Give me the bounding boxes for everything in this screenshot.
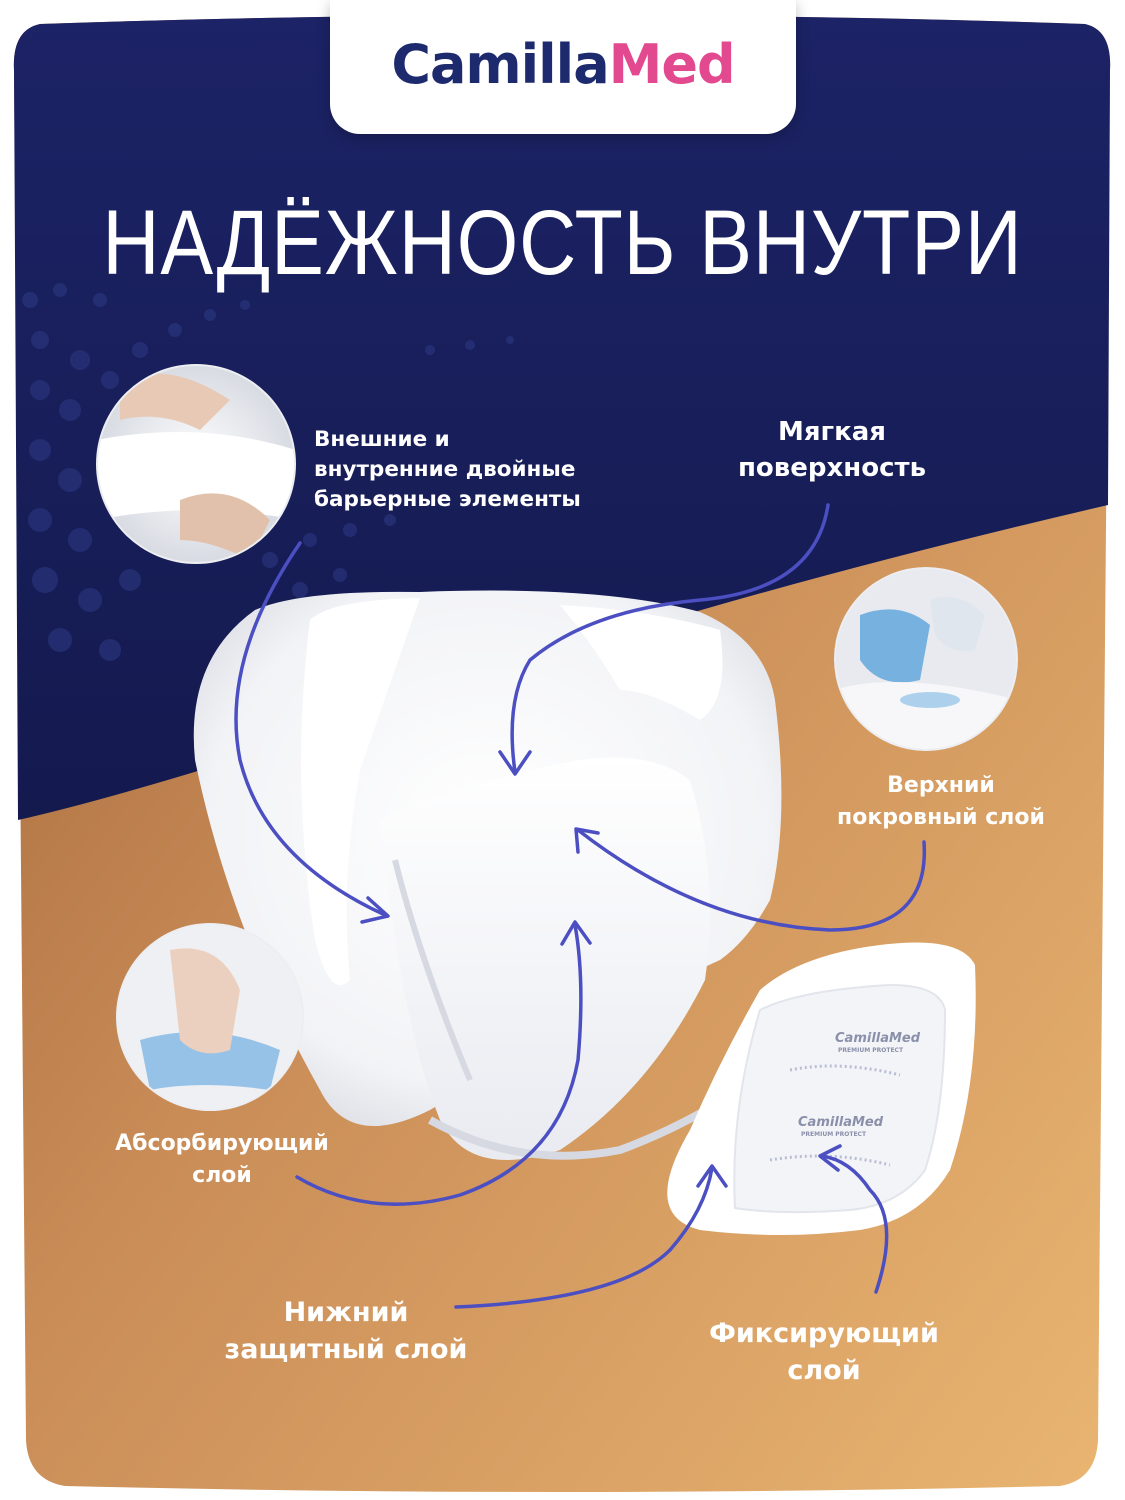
arrow-fixing-layer <box>820 1154 889 1294</box>
pad-print-subtitle: PREMIUM PROTECT <box>838 1047 904 1054</box>
photo-barrier <box>96 364 296 564</box>
label-top-layer: Верхний покровный слой <box>837 773 1045 830</box>
logo-tab: CamillaMed <box>330 0 796 134</box>
pad-print-logo: CamillaMed <box>835 1031 921 1046</box>
photo-pouring <box>834 567 1018 751</box>
label-soft-surface: Мягкая поверхность <box>737 417 927 483</box>
brand-logo: CamillaMed <box>330 30 796 100</box>
brand-logo-part2: Med <box>608 33 736 96</box>
label-outer-barriers: Внешние и внутренние двойные барьерные э… <box>314 427 581 512</box>
arrow-top-layer <box>576 828 927 932</box>
label-fixing-layer: Фиксирующий слой <box>709 1318 939 1386</box>
arrow-absorbent <box>295 923 583 1206</box>
diaper-pad: CamillaMed PREMIUM PROTECT CamillaMed PR… <box>193 590 976 1235</box>
arrow-soft-surface <box>510 503 830 774</box>
photo-absorbent <box>116 923 304 1111</box>
label-absorbent-layer: Абсорбирующий слой <box>115 1131 329 1188</box>
pad-print-logo-2: CamillaMed <box>798 1115 884 1130</box>
brand-logo-part1: Camilla <box>391 33 609 96</box>
headline: НАДЁЖНОСТЬ ВНУТРИ <box>102 192 1023 294</box>
arrow-outer-barriers <box>234 541 387 917</box>
pointer-arrows <box>234 503 927 1309</box>
arrow-bottom-layer <box>454 1166 714 1309</box>
label-bottom-layer: Нижний защитный слой <box>224 1297 468 1365</box>
pad-print-subtitle-2: PREMIUM PROTECT <box>801 1131 867 1138</box>
dot-pattern <box>22 283 514 661</box>
